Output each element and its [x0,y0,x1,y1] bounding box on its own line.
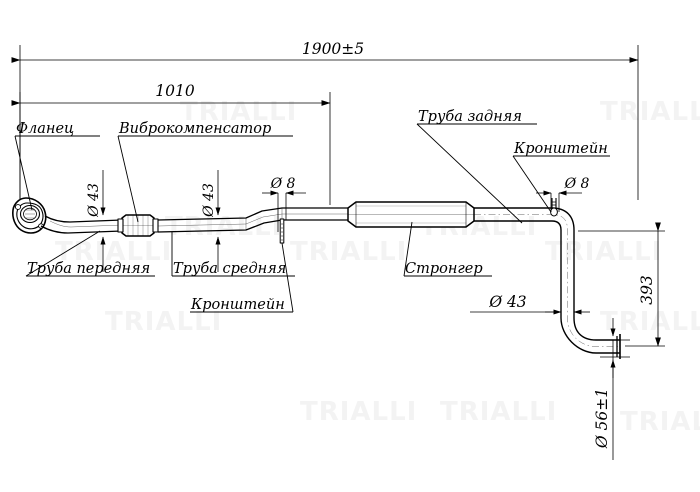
label-stronger: Стронгер [405,261,483,277]
leader-front-pipe [25,230,101,277]
leader-bracket-left [281,242,294,313]
watermark-text: TRIALLI [55,237,172,267]
watermark-text: TRIALLI [290,237,407,267]
exhaust-part-geometry [12,197,621,359]
bracket-right-part [550,198,558,217]
dim-text-dia43-rear: Ø 43 [488,293,526,311]
watermark-text: TRIALLI [600,97,700,127]
label-bracket-left: Кронштейн [190,297,285,313]
dim-text-dia43-middle: Ø 43 [201,183,217,218]
dim-text-dia8-left: Ø 8 [270,176,296,192]
leader-stronger [403,221,413,277]
watermark-text: TRIALLI [620,407,700,437]
part-labels-group: Фланец Виброкомпенсатор Труба передняя Т… [16,109,608,313]
watermark-text: TRIALLI [440,397,557,427]
label-bracket-right: Кронштейн [513,141,608,157]
dim-text-dia43-front: Ø 43 [86,183,102,218]
leader-flange [14,135,33,211]
leader-bracket-right [512,155,552,213]
dim-text-dia56: Ø 56±1 [593,388,611,449]
stronger-part [347,201,475,228]
label-front-pipe: Труба передняя [27,261,150,277]
flange-part [12,197,47,234]
bracket-left-part [279,218,285,244]
dimension-text-group: 1900±5 1010 Ø 43 Ø 43 Ø 8 Ø 8 Ø 43 393 Ø… [86,40,656,449]
dim-text-front-section: 1010 [155,82,195,100]
middle-pipe-part [157,207,348,244]
leader-vibrocompensator [117,135,139,223]
watermark-text: TRIALLI [545,237,662,267]
leader-rear-pipe [416,123,523,224]
vibration-compensator-part [117,214,159,237]
label-rear-pipe: Труба задняя [418,109,522,125]
leader-lines-group [14,123,610,313]
rear-pipe-part [474,198,621,359]
dim-text-height-393: 393 [638,275,656,305]
watermark-text: TRIALLI [300,397,417,427]
dimension-lines-group [11,45,665,460]
watermark-text: TRIALLI [165,212,282,242]
front-pipe-part [40,215,123,234]
watermark-text: TRIALLI [600,307,700,337]
dim-text-overall-length: 1900±5 [302,40,364,58]
label-vibration-compensator: Виброкомпенсатор [118,121,271,137]
label-flange: Фланец [16,121,74,137]
dim-text-dia8-right: Ø 8 [564,176,590,192]
label-middle-pipe: Труба средняя [173,261,286,277]
